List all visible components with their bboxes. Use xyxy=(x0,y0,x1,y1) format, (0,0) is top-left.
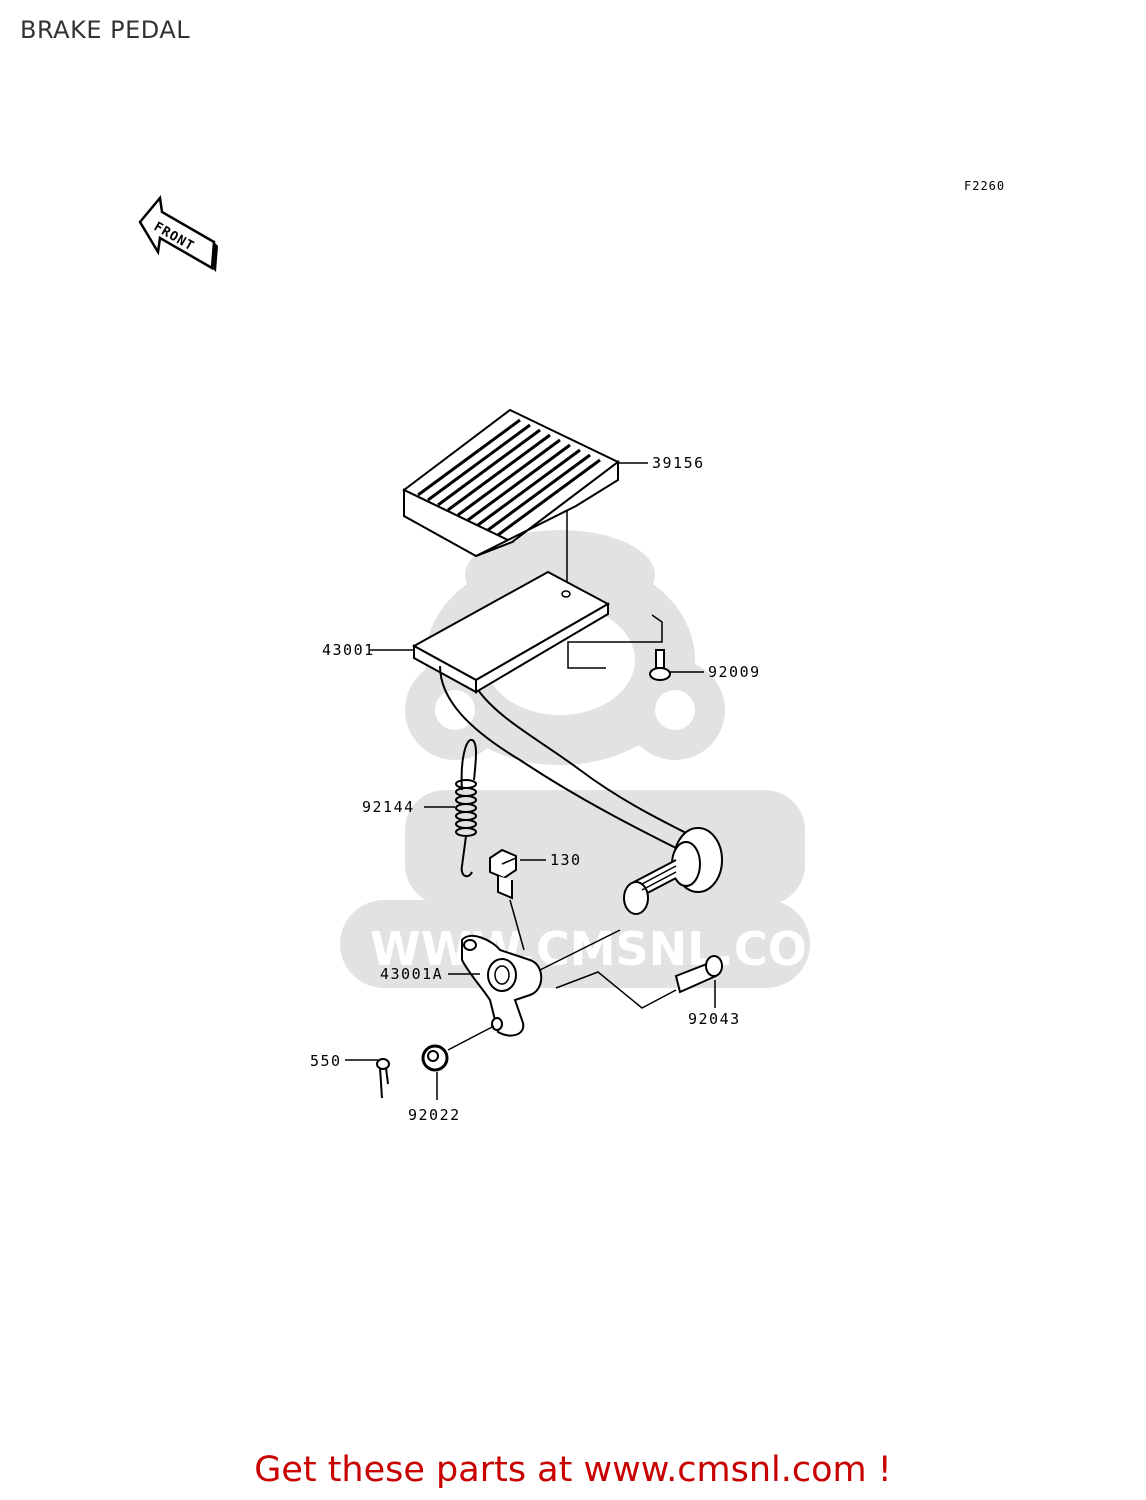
part-92043-pin xyxy=(555,955,723,1009)
part-92022-washer xyxy=(421,1025,495,1100)
part-92009-bolt xyxy=(567,614,704,681)
part-92144-spring xyxy=(424,739,477,878)
part-label-550: 550 xyxy=(310,1052,342,1070)
part-550-cotter-pin xyxy=(345,1058,390,1099)
part-130-bolt xyxy=(489,848,546,951)
figure-code: F2260 xyxy=(964,179,1005,193)
part-label-130: 130 xyxy=(550,851,582,869)
part-label-92009: 92009 xyxy=(708,663,761,681)
part-39156-pedal-pad xyxy=(402,408,648,558)
part-43001A-lever xyxy=(448,929,621,1037)
front-arrow-icon: FRONT xyxy=(138,195,218,272)
watermark-site: WWW.CMSNL.COM xyxy=(370,922,853,976)
part-label-43001A: 43001A xyxy=(380,965,443,983)
part-label-92043: 92043 xyxy=(688,1010,741,1028)
part-label-43001: 43001 xyxy=(322,641,375,659)
part-label-92022: 92022 xyxy=(408,1106,461,1124)
page-title: BRAKE PEDAL xyxy=(20,16,191,44)
part-43001-pedal-arm xyxy=(370,570,723,915)
part-label-92144: 92144 xyxy=(362,798,415,816)
cta-link[interactable]: Get these parts at www.cmsnl.com ! xyxy=(254,1450,892,1490)
part-label-39156: 39156 xyxy=(652,454,705,472)
